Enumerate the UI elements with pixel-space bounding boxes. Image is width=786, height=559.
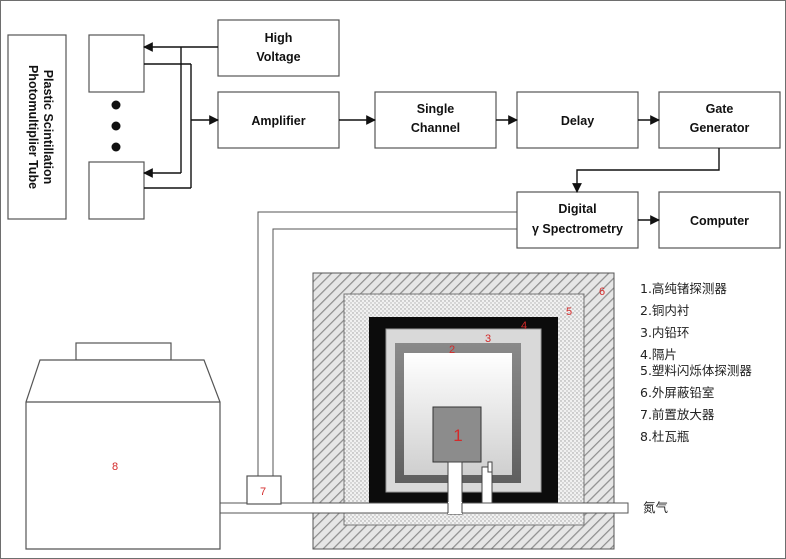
- preamplifier-box: [246, 475, 282, 505]
- legend-item: 8.杜瓦瓶: [640, 429, 689, 444]
- legend-item: 5.塑料闪烁体探测器: [640, 363, 752, 378]
- label-number-8: 8: [112, 461, 118, 473]
- label-number-2: 2: [449, 344, 455, 356]
- label-number-3: 3: [485, 333, 491, 345]
- signal-wiring: [143, 42, 720, 225]
- amplifier-label: Amplifier: [251, 114, 305, 128]
- label-number-6: 6: [599, 286, 605, 298]
- legend-item: 7.前置放大器: [640, 407, 715, 422]
- single-channel-block: Single Channel: [374, 91, 497, 149]
- computer-block: Computer: [658, 191, 781, 249]
- pmt-label-block: Plastic Scintillation Photomultiplier Tu…: [7, 34, 67, 220]
- pmt-label-line2: Photomultiplier Tube: [26, 65, 40, 189]
- hpge-detector: [432, 406, 493, 515]
- pmt-bottom-box: [88, 161, 145, 220]
- preamp-signal-cable: [257, 211, 517, 476]
- digital-spectrometry-block: Digital γ Spectrometry: [516, 191, 639, 249]
- delay-block: Delay: [516, 91, 639, 149]
- gate-generator-line2: Generator: [690, 121, 750, 135]
- spectrometry-line2: γ Spectrometry: [532, 222, 623, 236]
- ellipsis-dot-2: [111, 121, 121, 131]
- component-legend: 1.高纯锗探测器 2.铜内衬 3.内铅环 4.隔片 5.塑料闪烁体探测器 6.外…: [640, 281, 752, 444]
- spectrometry-line1: Digital: [558, 202, 596, 216]
- amplifier-block: Amplifier: [217, 91, 340, 149]
- ellipsis-dot-3: [111, 142, 121, 152]
- pmt-label-line1: Plastic Scintillation: [41, 70, 55, 185]
- label-number-1: 1: [453, 426, 462, 445]
- nitrogen-label: 氮气: [643, 500, 669, 515]
- pmt-top-box: [88, 34, 145, 93]
- gate-generator-block: Gate Generator: [658, 91, 781, 149]
- delay-label: Delay: [561, 114, 594, 128]
- high-voltage-line1: High: [265, 31, 293, 45]
- ellipsis-dot-1: [111, 100, 121, 110]
- high-voltage-line2: Voltage: [256, 50, 300, 64]
- single-channel-line1: Single: [417, 102, 455, 116]
- legend-item: 2.铜内衬: [640, 303, 689, 318]
- label-number-7: 7: [260, 486, 266, 498]
- label-number-4: 4: [521, 320, 527, 332]
- dewar-flask: [25, 342, 221, 550]
- legend-item: 3.内铅环: [640, 325, 689, 340]
- label-number-5: 5: [566, 306, 572, 318]
- computer-label: Computer: [690, 214, 749, 228]
- legend-item: 6.外屏蔽铅室: [640, 385, 714, 400]
- high-voltage-block: High Voltage: [217, 19, 340, 77]
- legend-item: 4.隔片: [640, 347, 677, 362]
- gate-generator-line1: Gate: [706, 102, 734, 116]
- single-channel-line2: Channel: [411, 121, 460, 135]
- legend-item: 1.高纯锗探测器: [640, 281, 727, 296]
